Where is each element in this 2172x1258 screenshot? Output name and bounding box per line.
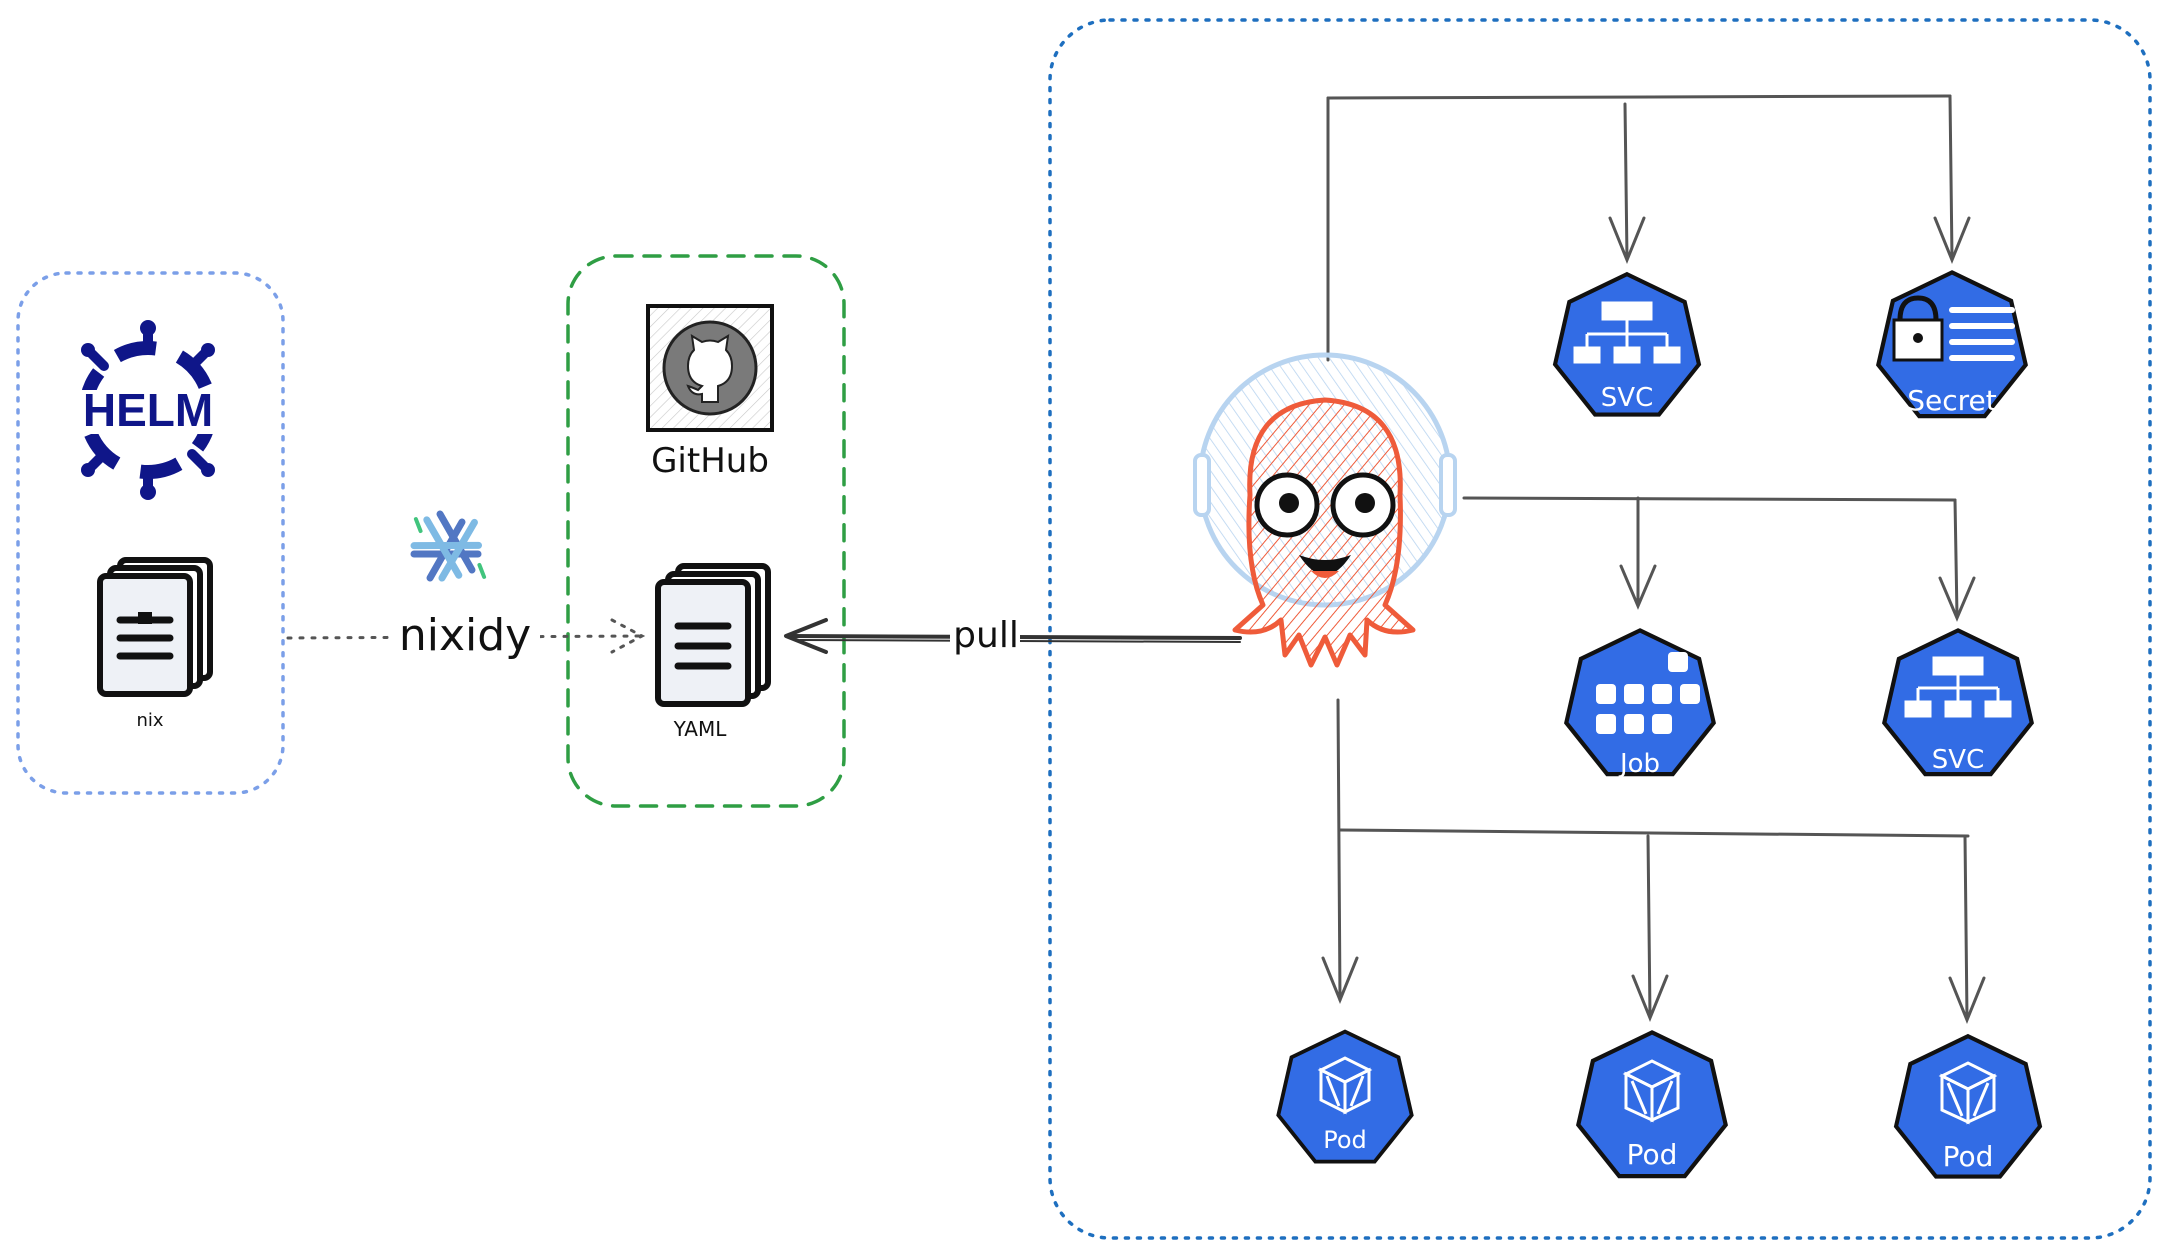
pod-node: Pod: [1578, 1032, 1725, 1176]
service-topology-icon: [1573, 301, 1681, 364]
helm-logo-icon: HELM: [68, 320, 228, 500]
svc-top-node: SVC: [1555, 274, 1699, 414]
yaml-doc-label: YAML: [673, 717, 728, 741]
nixidy-label: nixidy: [399, 610, 531, 661]
pod-cube-icon: [1622, 1059, 1682, 1123]
svc-mid-label: SVC: [1932, 745, 1984, 775]
pod-label: Pod: [1323, 1126, 1367, 1154]
lock-icon: [1892, 295, 1944, 362]
yaml-document-icon: [655, 563, 771, 707]
github-octocat-icon: [646, 304, 774, 432]
job-grid-icon: [1596, 652, 1700, 734]
secret-label: Secret: [1907, 384, 1997, 417]
service-topology-icon: [1904, 656, 2012, 718]
secret-node: Secret: [1878, 272, 2025, 417]
helm-logo-text: HELM: [83, 384, 213, 436]
nix-doc-label: nix: [136, 710, 163, 731]
pull-label: pull: [953, 615, 1019, 656]
nixidy-dotted-arrow: [286, 634, 642, 640]
pull-arrowhead: [784, 618, 828, 654]
nix-document-icon: [97, 557, 213, 697]
argo-octopus-icon: [1193, 352, 1457, 668]
helm-source-group: [16, 271, 285, 795]
pod-cube-icon: [1938, 1061, 1998, 1125]
pod-label: Pod: [1627, 1138, 1678, 1171]
pod-node: Pod: [1276, 1029, 1414, 1164]
resource-connectors: [1321, 94, 1986, 1024]
job-node: Job: [1566, 630, 1713, 779]
svc-mid-node: SVC: [1884, 630, 2031, 775]
pod-node: Pod: [1896, 1036, 2040, 1176]
cluster-group: [1048, 18, 2152, 1240]
job-label: Job: [1618, 749, 1660, 779]
pod-label: Pod: [1943, 1140, 1994, 1173]
pod-cube-icon: [1317, 1056, 1373, 1115]
nixidy-arrowhead: [610, 618, 646, 654]
github-label: GitHub: [651, 441, 769, 481]
git-repo-group: [566, 254, 846, 808]
svc-top-label: SVC: [1601, 383, 1653, 413]
nix-snowflake-icon: [410, 510, 487, 582]
